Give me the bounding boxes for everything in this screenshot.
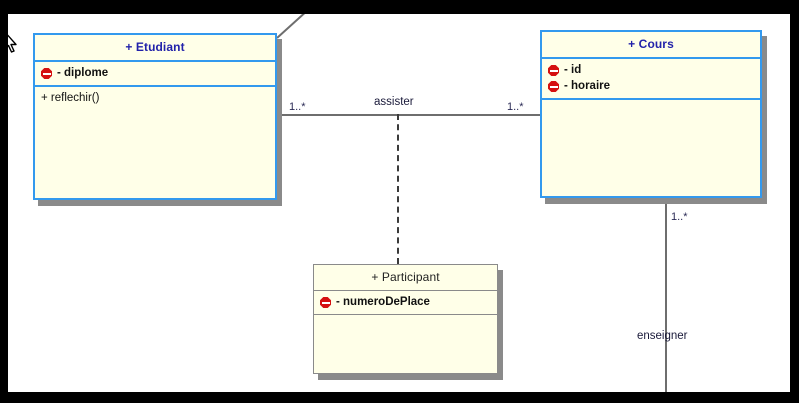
class-title-compartment-cours: + Cours xyxy=(542,32,760,59)
private-visibility-icon xyxy=(548,81,559,92)
association-label-enseigner: enseigner xyxy=(637,330,688,342)
class-operations-compartment-etudiant: + reflechir() xyxy=(35,87,275,198)
association-line-assister[interactable] xyxy=(277,114,542,116)
association-class-connector[interactable] xyxy=(397,114,399,264)
class-attribute-row[interactable]: - id xyxy=(548,63,756,78)
association-line-enseigner[interactable] xyxy=(665,198,667,392)
private-visibility-icon xyxy=(320,297,331,308)
multiplicity-assister-target: 1..* xyxy=(507,101,524,113)
class-attribute-row[interactable]: - numeroDePlace xyxy=(320,295,493,310)
private-visibility-icon xyxy=(548,65,559,76)
multiplicity-enseigner-source: 1..* xyxy=(671,211,688,223)
association-line-offscreen[interactable] xyxy=(263,14,323,40)
class-attributes-compartment-participant: - numeroDePlace xyxy=(314,291,497,315)
class-attribute-label: - diplome xyxy=(57,67,109,79)
class-box-cours[interactable]: + Cours - id - horaire xyxy=(540,30,762,198)
class-attributes-compartment-etudiant: - diplome xyxy=(35,62,275,87)
class-box-participant[interactable]: + Participant - numeroDePlace xyxy=(313,264,498,374)
class-title-compartment-participant: + Participant xyxy=(314,265,497,291)
class-name-cours: + Cours xyxy=(628,37,674,51)
private-visibility-icon xyxy=(41,68,52,79)
class-name-participant: + Participant xyxy=(371,270,440,284)
class-operations-compartment-cours xyxy=(542,100,760,196)
class-attribute-row[interactable]: - diplome xyxy=(41,66,271,81)
multiplicity-assister-source: 1..* xyxy=(289,101,306,113)
mouse-pointer-icon xyxy=(8,34,17,53)
class-operations-compartment-participant xyxy=(314,315,497,373)
class-title-compartment-etudiant: + Etudiant xyxy=(35,35,275,62)
diagram-canvas[interactable]: assister 1..* 1..* 1..* enseigner + Etud… xyxy=(8,14,790,392)
class-operation-row[interactable]: + reflechir() xyxy=(41,91,271,106)
class-attributes-compartment-cours: - id - horaire xyxy=(542,59,760,100)
class-attribute-label: - horaire xyxy=(564,80,611,92)
class-attribute-label: - id xyxy=(564,64,582,76)
class-attribute-row[interactable]: - horaire xyxy=(548,79,756,94)
class-name-etudiant: + Etudiant xyxy=(125,40,185,54)
class-box-etudiant[interactable]: + Etudiant - diplome + reflechir() xyxy=(33,33,277,200)
class-attribute-label: - numeroDePlace xyxy=(336,296,430,308)
class-operation-label: + reflechir() xyxy=(41,92,100,104)
association-label-assister: assister xyxy=(374,96,414,108)
